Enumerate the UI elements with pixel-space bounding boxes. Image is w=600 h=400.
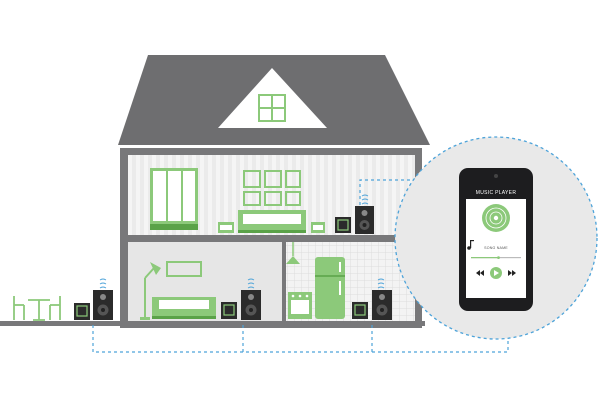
- roof: [118, 55, 430, 145]
- living-subwoofer: [221, 302, 237, 319]
- music-note-icon: [467, 240, 474, 250]
- previous-icon[interactable]: [476, 270, 484, 276]
- phone-screen: [466, 183, 526, 298]
- play-icon: [494, 270, 499, 276]
- connection-lines: [92, 179, 509, 353]
- refrigerator: [315, 257, 345, 319]
- nightstand-left: [218, 222, 234, 233]
- progress-knob[interactable]: [497, 256, 500, 259]
- app-title: MUSIC PLAYER: [476, 190, 517, 196]
- progress-fill: [471, 257, 499, 259]
- sound-waves-icon: [247, 278, 255, 289]
- play-button[interactable]: [490, 267, 502, 279]
- nightstand-right: [311, 222, 325, 233]
- living-speaker: [241, 290, 261, 320]
- bedroom-speaker: [355, 206, 374, 234]
- vinyl-record-icon: [482, 204, 510, 232]
- sound-waves-icon: [99, 278, 107, 289]
- smartphone: MUSIC PLAYER SONG NAME: [459, 168, 533, 311]
- song-name: SONG NAME: [484, 246, 508, 250]
- kitchen-speaker: [372, 290, 392, 320]
- stove: [288, 292, 312, 319]
- bed: [238, 210, 306, 233]
- progress-bar[interactable]: [471, 256, 521, 259]
- patio-subwoofer: [74, 303, 90, 320]
- ground-line: [0, 321, 425, 326]
- pendant-lamp: [286, 242, 300, 264]
- next-icon[interactable]: [508, 270, 516, 276]
- patio-table-set: [13, 296, 61, 321]
- patio-speaker: [93, 290, 113, 320]
- wardrobe: [150, 168, 198, 230]
- wall-picture: [166, 261, 202, 277]
- kitchen-subwoofer: [352, 302, 368, 319]
- floor-lamp: [140, 262, 161, 320]
- sofa: [152, 297, 216, 319]
- picture-frames: [243, 170, 301, 206]
- sound-waves-icon: [377, 278, 385, 289]
- attic-window: [258, 94, 286, 122]
- bedroom-subwoofer: [335, 217, 351, 233]
- app-header: [466, 183, 526, 199]
- sound-waves-icon: [361, 194, 369, 205]
